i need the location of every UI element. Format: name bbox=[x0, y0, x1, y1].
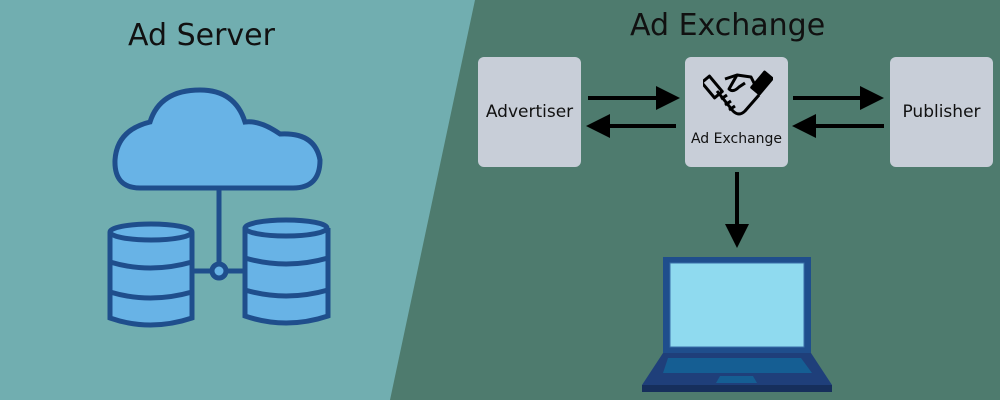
publisher-node: Publisher bbox=[890, 57, 993, 167]
ad-exchange-title: Ad Exchange bbox=[630, 8, 826, 43]
handshake-icon bbox=[703, 70, 773, 116]
ad-exchange-node: Ad Exchange bbox=[685, 57, 788, 167]
advertiser-node: Advertiser bbox=[478, 57, 581, 167]
ad-exchange-label: Ad Exchange bbox=[690, 131, 783, 147]
publisher-label: Publisher bbox=[902, 102, 981, 122]
ad-server-title: Ad Server bbox=[128, 18, 275, 53]
advertiser-label: Advertiser bbox=[485, 102, 574, 122]
